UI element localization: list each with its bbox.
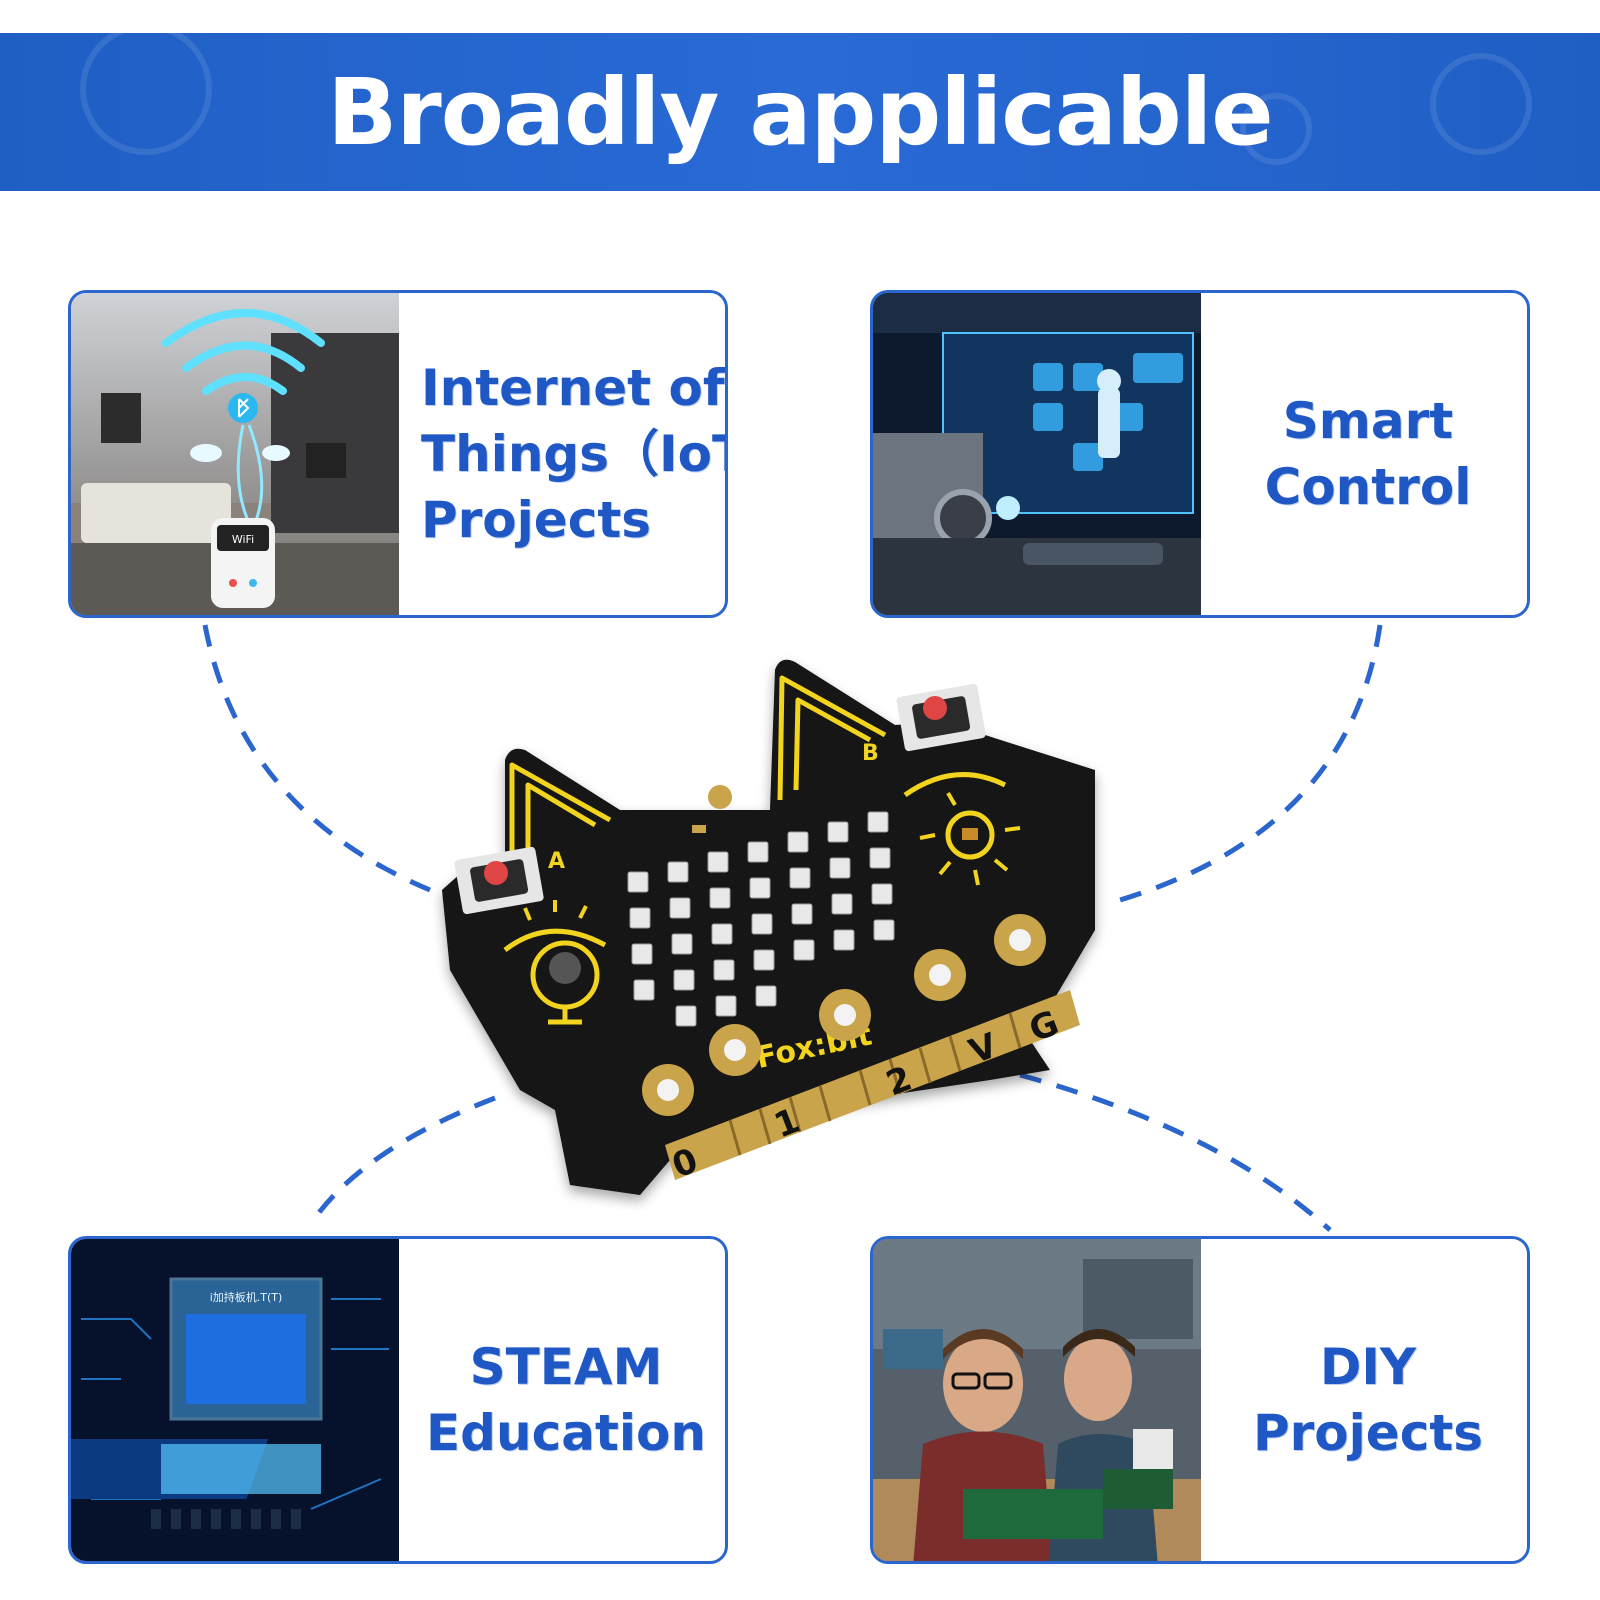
- label-steam-line2: Education: [426, 1404, 706, 1462]
- label-diy-line2: Projects: [1252, 1404, 1483, 1462]
- label-smart-line2: Control: [1264, 458, 1472, 516]
- edge-pads: [642, 914, 1046, 1116]
- remote-text: WiFi: [232, 533, 254, 546]
- light-sensor-icon: [903, 772, 1021, 886]
- label-steam: STEAM Education: [411, 1239, 721, 1561]
- left-ear-outline: [509, 762, 612, 855]
- card-smart-control: Smart Control: [870, 290, 1530, 618]
- label-iot-line1: Internet of: [421, 359, 725, 417]
- microphone-icon: [503, 900, 607, 1025]
- smart-control-photo: [873, 293, 1201, 615]
- steam-chip-photo: i加持板机.T(T): [71, 1239, 399, 1561]
- foxbit-board: A B Fox:bit: [442, 659, 1095, 1195]
- button-a[interactable]: [454, 846, 544, 915]
- card-diy-projects: DIY Projects: [870, 1236, 1530, 1564]
- label-iot: Internet of Things（IoT) Projects: [421, 293, 725, 615]
- right-ear-outline: [777, 675, 887, 801]
- bluetooth-icon: [228, 393, 258, 423]
- label-iot-line2: Things（IoT): [421, 425, 725, 483]
- label-smart-line1: Smart: [1282, 392, 1454, 450]
- card-iot: WiFi Internet of Things（IoT) Projects: [68, 290, 728, 618]
- card-steam-education: i加持板机.T(T) STEAM Education: [68, 1236, 728, 1564]
- label-steam-line1: STEAM: [469, 1338, 663, 1396]
- diy-workshop-photo: [873, 1239, 1201, 1561]
- page-title: Broadly applicable: [327, 58, 1273, 166]
- label-diy: DIY Projects: [1213, 1239, 1523, 1561]
- label-diy-line1: DIY: [1319, 1338, 1417, 1396]
- edge-connector: 0 1 2 V G: [665, 990, 1080, 1186]
- iot-smart-home-photo: WiFi: [71, 293, 399, 615]
- wifi-icon: [162, 309, 325, 395]
- button-b-label: B: [862, 741, 879, 766]
- cloud-icon: [190, 444, 222, 462]
- chip-text: i加持板机.T(T): [210, 1290, 283, 1304]
- header-banner: Broadly applicable: [0, 33, 1600, 191]
- touch-icon: [692, 785, 732, 833]
- label-smart-control: Smart Control: [1213, 293, 1523, 615]
- led-matrix: [627, 811, 895, 1027]
- label-iot-line3: Projects: [421, 491, 652, 549]
- button-a-label: A: [548, 849, 565, 874]
- button-b[interactable]: [896, 683, 986, 752]
